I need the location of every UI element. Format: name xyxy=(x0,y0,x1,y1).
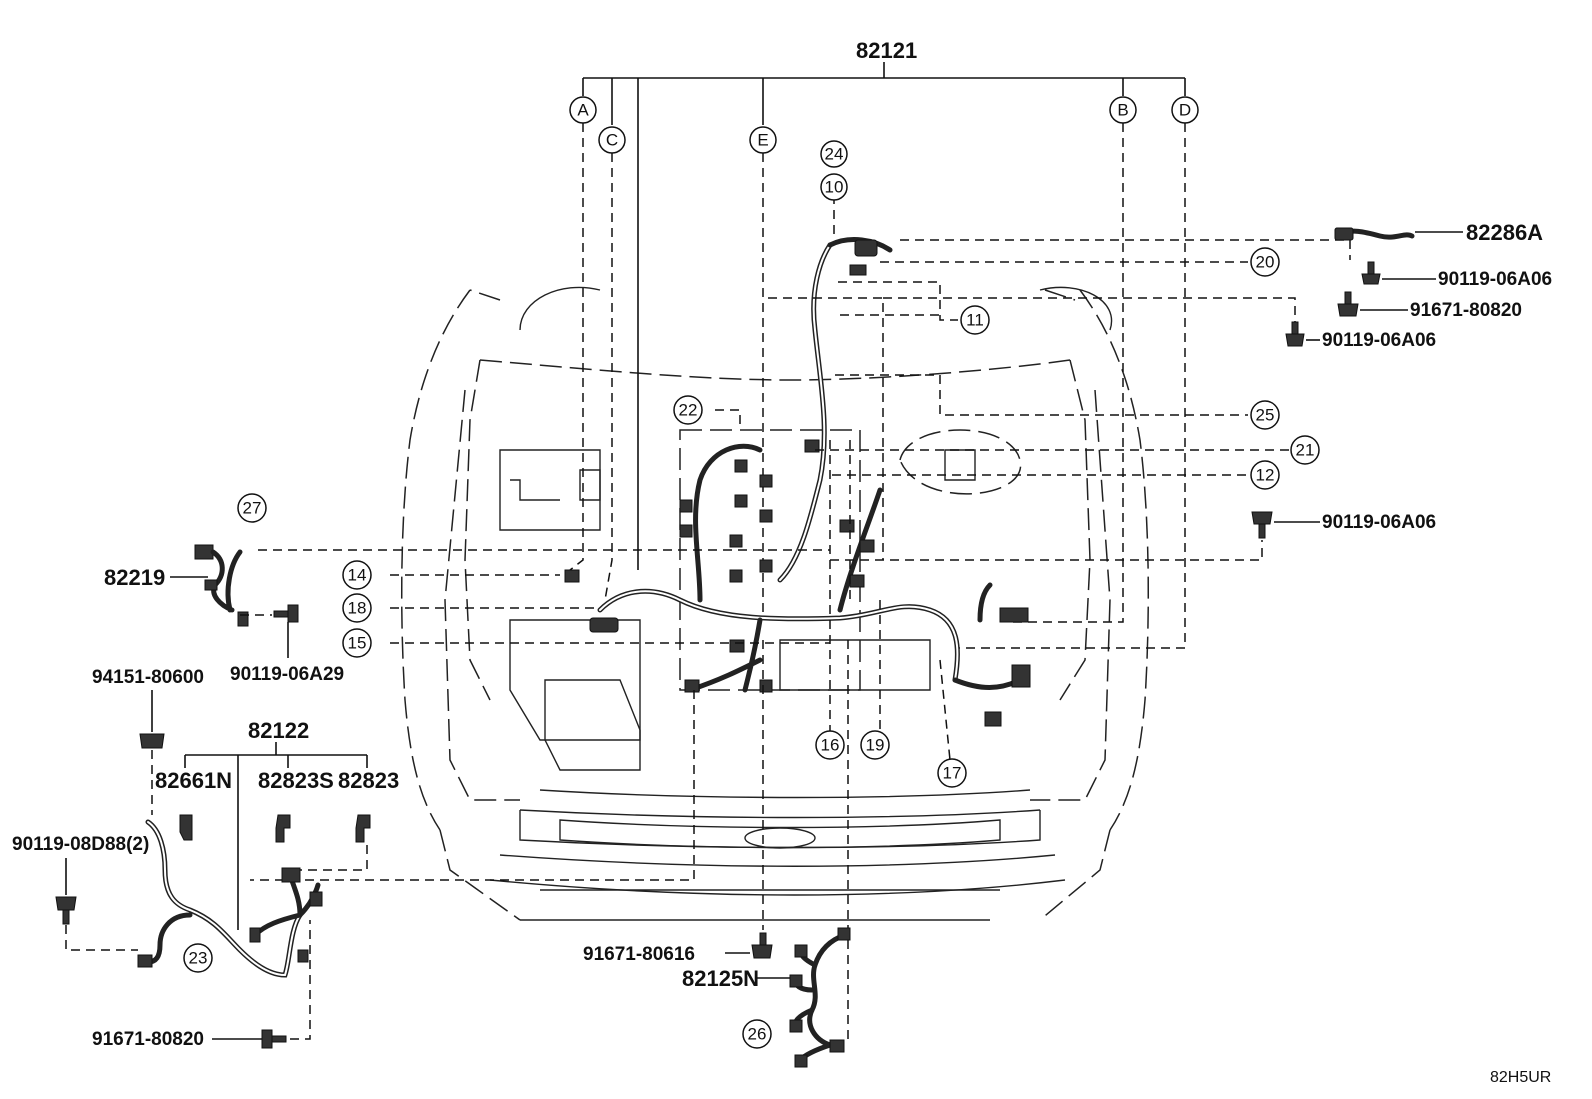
injector-harness-wires xyxy=(755,927,851,1068)
callout-17: 18 xyxy=(342,593,372,623)
main-harness-wires xyxy=(564,237,1031,727)
bolt-icon-8 xyxy=(212,920,311,1049)
bolt-icon-3 xyxy=(1285,321,1320,347)
callout-19: 19 xyxy=(860,730,890,760)
svg-text:18: 18 xyxy=(348,599,367,618)
part-number-bolt-4: 90119-06A06 xyxy=(1322,512,1436,533)
svg-text:20: 20 xyxy=(1256,253,1275,272)
callout-14: 14 xyxy=(342,560,372,590)
part-number-bolt-3: 90119-06A06 xyxy=(1322,330,1436,351)
svg-text:19: 19 xyxy=(866,736,885,755)
hood-wire-assembly xyxy=(1334,227,1463,305)
svg-text:21: 21 xyxy=(1296,441,1315,460)
callout-15: 15 xyxy=(342,628,372,658)
part-number-bolt-1: 90119-06A06 xyxy=(1438,269,1552,290)
sub-harness-wires xyxy=(137,819,323,978)
svg-text:12: 12 xyxy=(1256,466,1275,485)
vehicle-outline xyxy=(400,286,1150,921)
part-number-82661n: 82661N xyxy=(155,768,232,793)
sub-harness-bracket xyxy=(184,742,368,930)
svg-text:23: 23 xyxy=(189,949,208,968)
callout-22: 22 xyxy=(673,395,703,425)
callout-25: 23 xyxy=(183,943,213,973)
svg-text:25: 25 xyxy=(1256,406,1275,425)
callout-18: 17 xyxy=(937,758,967,788)
part-number-bolt-8: 91671-80820 xyxy=(92,1029,204,1050)
callout-26: 26 xyxy=(742,1019,772,1049)
svg-text:17: 17 xyxy=(943,764,962,783)
callout-16: 16 xyxy=(815,730,845,760)
svg-text:B: B xyxy=(1117,101,1128,120)
connector-letter-e: E xyxy=(749,126,777,154)
bolt-icon-6 xyxy=(139,690,165,815)
part-number-bolt-9: 91671-80616 xyxy=(583,944,695,965)
callout-11: 11 xyxy=(960,305,990,335)
part-number-82823: 82823 xyxy=(338,768,399,793)
svg-text:11: 11 xyxy=(966,311,984,330)
part-number-82219: 82219 xyxy=(104,565,165,590)
svg-text:27: 27 xyxy=(243,499,262,518)
callout-20: 20 xyxy=(1250,247,1280,277)
diagram-code: 82H5UR xyxy=(1490,1069,1551,1086)
part-number-82823s: 82823S xyxy=(258,768,334,793)
bolt-icon-4 xyxy=(1251,511,1320,539)
callout-leaders-main xyxy=(250,195,1345,1040)
svg-text:A: A xyxy=(577,101,589,120)
callout-21: 21 xyxy=(1290,435,1320,465)
clamp-icons xyxy=(179,814,371,871)
bolt-icon-1 xyxy=(1361,261,1436,285)
svg-text:15: 15 xyxy=(348,634,367,653)
callout-24: 25 xyxy=(1250,400,1280,430)
svg-text:C: C xyxy=(606,131,618,150)
callout-27: 27 xyxy=(237,493,267,523)
connector-letter-d: D xyxy=(1171,96,1199,124)
svg-text:E: E xyxy=(757,131,768,150)
letter-leaders xyxy=(569,123,1186,649)
part-number-82125n: 82125N xyxy=(682,966,759,991)
bolt-icon-7 xyxy=(55,858,138,951)
part-number-82122: 82122 xyxy=(248,718,309,743)
bolt-icon-9 xyxy=(725,932,773,959)
part-number-82121: 82121 xyxy=(856,38,917,63)
svg-text:24: 24 xyxy=(825,145,844,164)
callout-10: 10 xyxy=(820,173,848,201)
svg-text:22: 22 xyxy=(679,401,698,420)
svg-text:14: 14 xyxy=(348,566,367,585)
part-number-bolt-7: 90119-08D88(2) xyxy=(12,834,149,855)
wire-82219-assembly xyxy=(170,544,299,658)
connector-letter-b: B xyxy=(1109,96,1137,124)
svg-text:10: 10 xyxy=(825,178,844,197)
part-number-bolt-5: 90119-06A29 xyxy=(230,664,344,685)
svg-text:16: 16 xyxy=(821,736,840,755)
bolt-icon-2 xyxy=(1337,291,1408,317)
svg-text:D: D xyxy=(1179,101,1191,120)
part-number-82286a: 82286A xyxy=(1466,220,1543,245)
callout-23: 24 xyxy=(820,140,848,168)
callout-12: 12 xyxy=(1250,460,1280,490)
main-harness-bracket xyxy=(582,62,1186,570)
svg-text:26: 26 xyxy=(748,1025,767,1044)
connector-letter-a: A xyxy=(569,96,597,124)
part-number-bolt-2: 91671-80820 xyxy=(1410,300,1522,321)
part-number-bolt-6: 94151-80600 xyxy=(92,667,204,688)
connector-letter-c: C xyxy=(598,126,626,154)
